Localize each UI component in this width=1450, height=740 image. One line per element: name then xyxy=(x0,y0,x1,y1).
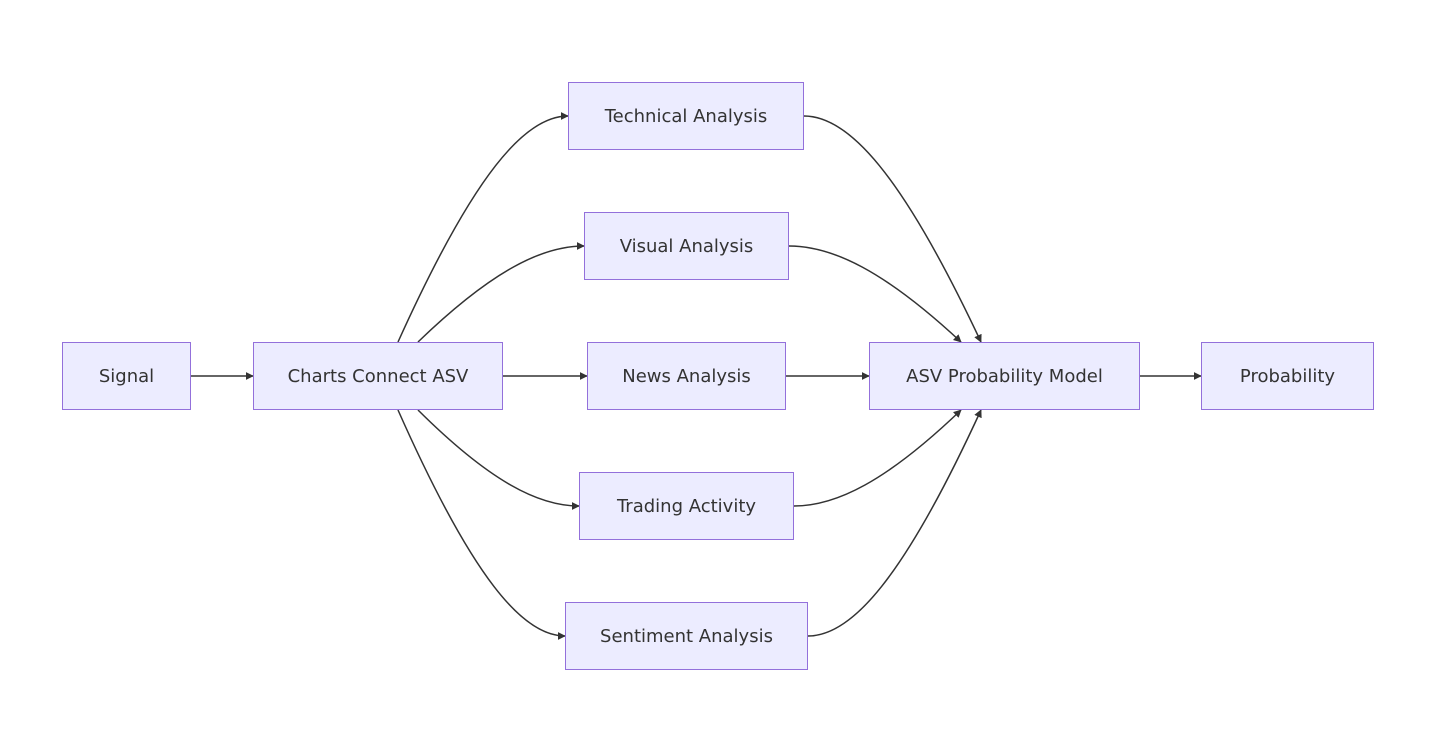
edge-charts-to-sentiment xyxy=(397,409,566,640)
node-charts-connect-asv[interactable]: Charts Connect ASV xyxy=(253,342,503,410)
node-asv-probability-model[interactable]: ASV Probability Model xyxy=(869,342,1140,410)
node-news-analysis[interactable]: News Analysis xyxy=(587,342,786,410)
edge-visual-to-model xyxy=(788,245,962,343)
node-label: Charts Connect ASV xyxy=(287,365,469,387)
edge-technical-to-model xyxy=(803,115,982,343)
node-sentiment-analysis[interactable]: Sentiment Analysis xyxy=(565,602,808,670)
node-label: Probability xyxy=(1239,365,1336,387)
node-label: Trading Activity xyxy=(616,495,757,517)
node-label: ASV Probability Model xyxy=(906,365,1103,387)
node-label: Technical Analysis xyxy=(604,105,768,127)
node-label: Sentiment Analysis xyxy=(600,625,773,647)
node-probability[interactable]: Probability xyxy=(1201,342,1374,410)
node-trading-activity[interactable]: Trading Activity xyxy=(579,472,794,540)
edge-charts-to-technical xyxy=(397,112,569,343)
node-label: Signal xyxy=(98,365,155,387)
node-label: Visual Analysis xyxy=(619,235,754,257)
edge-charts-to-visual xyxy=(417,242,585,343)
node-label: News Analysis xyxy=(622,365,751,387)
edge-trading-to-model xyxy=(793,409,962,507)
edge-charts-to-trading xyxy=(417,409,580,510)
edge-sentiment-to-model xyxy=(807,409,982,637)
node-visual-analysis[interactable]: Visual Analysis xyxy=(584,212,789,280)
node-technical-analysis[interactable]: Technical Analysis xyxy=(568,82,804,150)
node-signal[interactable]: Signal xyxy=(62,342,191,410)
